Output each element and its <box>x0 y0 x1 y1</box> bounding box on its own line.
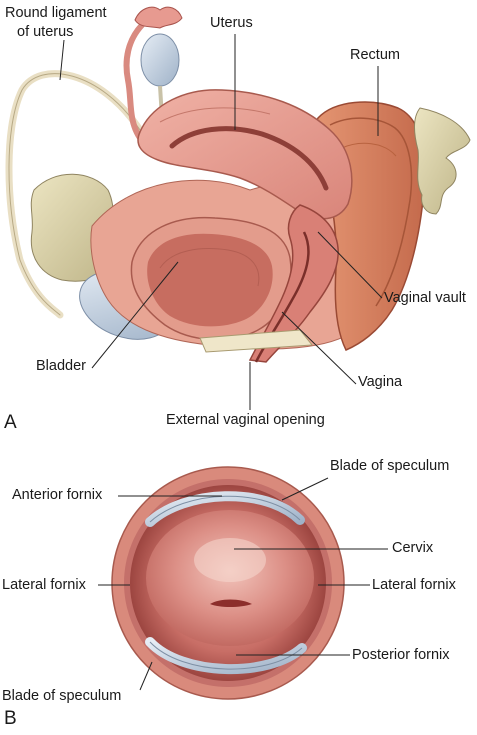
label-posterior-fornix: Posterior fornix <box>352 647 450 663</box>
fallopian-tube <box>123 22 145 141</box>
label-round-ligament-line1: Round ligament <box>5 5 107 21</box>
label-uterus: Uterus <box>210 15 253 31</box>
label-blade-of-speculum-top: Blade of speculum <box>330 458 450 474</box>
sacrum <box>414 107 471 215</box>
label-lateral-fornix-right: Lateral fornix <box>372 577 456 593</box>
panel-a-illustration <box>5 6 471 363</box>
uterus <box>137 89 353 220</box>
fimbriae <box>134 6 183 29</box>
perineum-base <box>199 329 313 353</box>
label-vagina: Vagina <box>358 374 403 390</box>
label-round-ligament-line2: of uterus <box>17 24 74 40</box>
top-ovary <box>140 33 180 87</box>
label-rectum: Rectum <box>350 47 400 63</box>
label-blade-of-speculum-bottom: Blade of speculum <box>2 688 122 704</box>
cervix-vagina <box>248 204 339 363</box>
panel-a-leader-lines <box>59 34 383 410</box>
panel-b-leader-lines <box>98 477 388 691</box>
label-cervix: Cervix <box>392 540 434 556</box>
panel-letter-b: B <box>4 708 17 729</box>
uterine-cavity <box>169 126 329 191</box>
label-bladder: Bladder <box>36 358 86 374</box>
label-vaginal-vault: Vaginal vault <box>384 290 466 306</box>
bladder-cavity <box>147 233 273 327</box>
external-os <box>210 599 252 607</box>
label-anterior-fornix: Anterior fornix <box>12 487 103 503</box>
label-external-vaginal-opening: External vaginal opening <box>166 412 325 428</box>
label-lateral-fornix-left: Lateral fornix <box>2 577 86 593</box>
panel-b-illustration <box>111 466 345 700</box>
panel-letter-a: A <box>4 412 17 433</box>
